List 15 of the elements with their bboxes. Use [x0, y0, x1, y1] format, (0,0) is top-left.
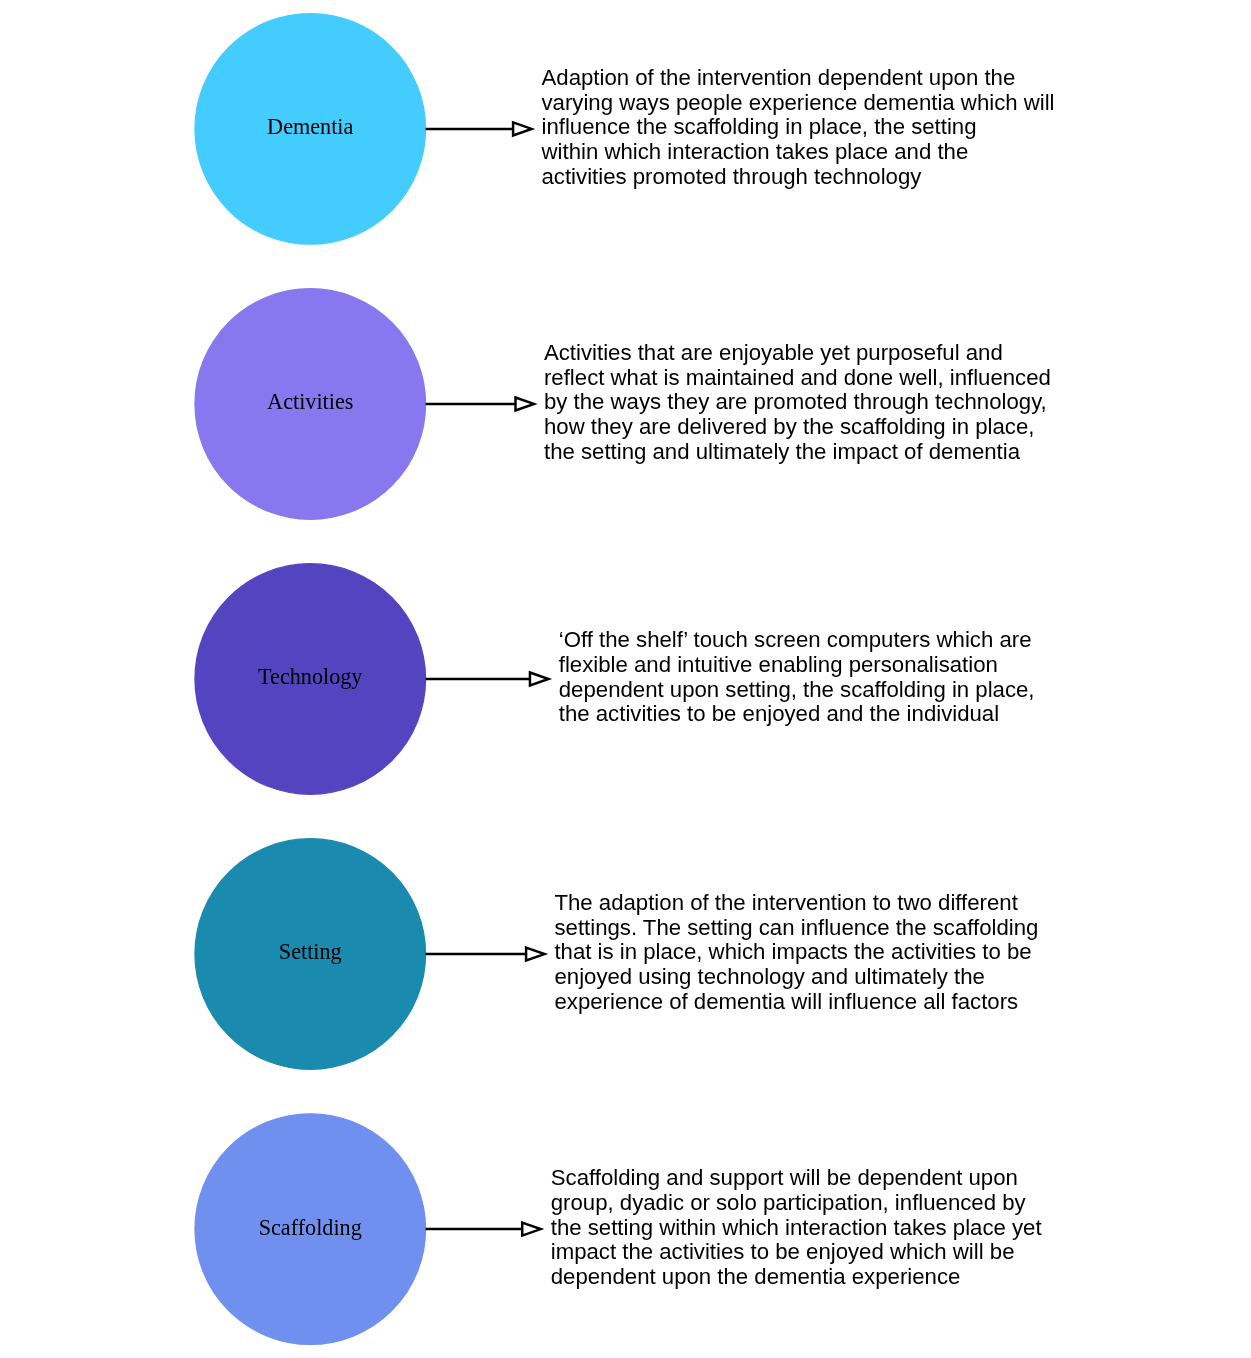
node-text: Scaffolding and support will be dependent upon group, dyadic or solo participation, influenced by the setting within which interaction takes place yet impact the activities to be enjoyed which will be dependent upon the dementia experience	[550, 1165, 1042, 1289]
node-circle: Dementia	[193, 12, 426, 245]
node-circle: Technology	[193, 563, 426, 795]
node-text: The adaption of the intervention to two different settings. The setting can influence the scaffolding that is in place, which impacts the activities to be enjoyed using technology and ultimately the experience of dementia will influence all factors	[553, 890, 1038, 1014]
arrow	[425, 670, 552, 688]
node-text: Activities that are enjoyable yet purposeful and reflect what is maintained and done well, influenced by the ways they are promoted through technology, how they are delivered by the scaffolding in place, the setting and ultimately the impact of dementia	[543, 340, 1051, 464]
node-circle: Setting	[193, 838, 426, 1070]
node-circle: Activities	[193, 288, 426, 520]
arrow	[425, 1220, 544, 1238]
node-circle: Scaffolding	[193, 1113, 426, 1346]
arrow	[425, 120, 535, 138]
arrow	[425, 945, 548, 963]
arrow	[425, 395, 538, 413]
node-text: Adaption of the intervention dependent upon the varying ways people experience dementia which will influence the scaffolding in place, the setting within which interaction takes place and the activities promoted through technology	[541, 65, 1055, 189]
node-text: ‘Off the shelf’ touch screen computers which are flexible and intuitive enabling personalisation dependent upon setting, the scaffolding in place, the activities to be enjoyed and the individual	[558, 627, 1035, 727]
